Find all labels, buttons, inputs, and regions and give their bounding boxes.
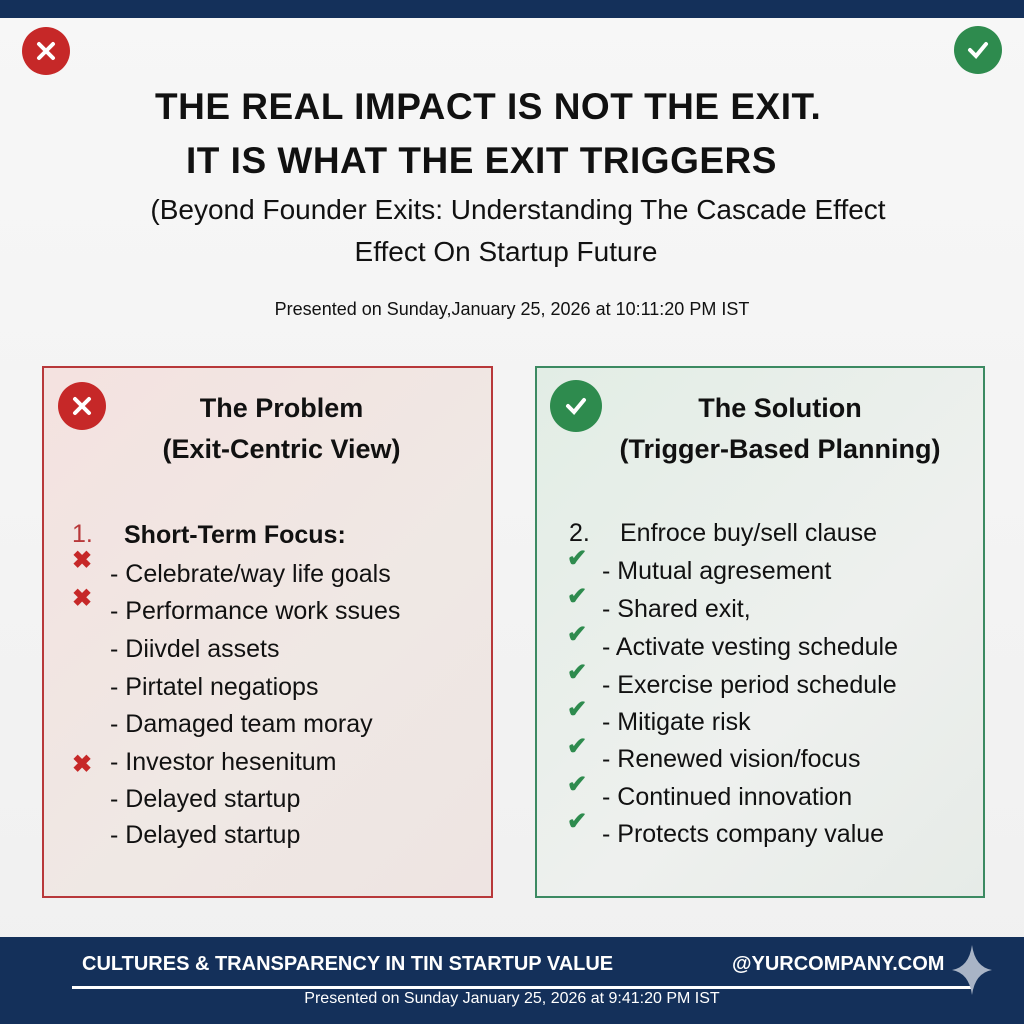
solution-item: - Protects company value bbox=[602, 820, 885, 848]
subtitle-line-2: Effect On Startup Future bbox=[354, 236, 658, 267]
solution-item: - Continued innovation bbox=[602, 783, 853, 811]
solution-title: The Solution bbox=[698, 393, 862, 423]
x-circle-icon bbox=[22, 27, 70, 75]
x-circle-icon bbox=[58, 382, 106, 430]
x-mark-icon: ✖ bbox=[72, 585, 93, 612]
check-mark-icon: ✔ bbox=[567, 808, 588, 835]
subtitle-line-1: (Beyond Founder Exits: Understanding The… bbox=[150, 194, 886, 225]
title-line-2: IT IS WHAT THE EXIT TRIGGERS bbox=[186, 140, 777, 181]
problem-number: 1. bbox=[72, 520, 93, 548]
footer-presented-date: Presented on Sunday January 25, 2026 at … bbox=[304, 990, 720, 1007]
problem-item: - Delayed startup bbox=[110, 785, 301, 813]
solution-item: - Mutual agresement bbox=[602, 557, 832, 585]
solution-panel: The Solution(Trigger-Based Planning) 2. … bbox=[535, 366, 985, 898]
x-mark-icon: ✖ bbox=[72, 547, 93, 574]
check-circle-icon bbox=[550, 380, 602, 432]
problem-item: - Damaged team moray bbox=[110, 710, 373, 738]
footer-website[interactable]: @YURCOMPANY.COM bbox=[732, 953, 945, 975]
problem-item: - Celebrate/way life goals bbox=[110, 560, 391, 588]
problem-panel: The Problem (Exit-Centric View) 1. Short-… bbox=[42, 366, 493, 898]
check-mark-icon: ✔ bbox=[567, 545, 588, 572]
solution-item: - Activate vesting schedule bbox=[602, 633, 898, 661]
problem-subtitle: (Exit-Centric View) bbox=[162, 434, 401, 464]
check-circle-icon bbox=[954, 26, 1002, 74]
check-mark-icon: ✔ bbox=[567, 621, 588, 648]
solution-item: - Mitigate risk bbox=[602, 708, 751, 736]
check-mark-icon: ✔ bbox=[567, 696, 588, 723]
check-mark-icon: ✔ bbox=[567, 659, 588, 686]
title-line-1: THE REAL IMPACT IS NOT THE EXIT. bbox=[155, 86, 822, 127]
solution-item: - Exercise period schedule bbox=[602, 671, 897, 699]
presented-date: Presented on Sunday,January 25, 2026 at … bbox=[274, 299, 750, 319]
sparkle-icon bbox=[952, 945, 992, 995]
footer-divider bbox=[72, 986, 972, 989]
x-mark-icon: ✖ bbox=[72, 751, 93, 778]
problem-item: - Performance work ssues bbox=[110, 597, 401, 625]
problem-item: - Investor hesenitum bbox=[110, 748, 337, 776]
footer-tagline: CULTURES & TRANSPARENCY IN TIN STARTUP V… bbox=[82, 953, 614, 975]
check-mark-icon: ✔ bbox=[567, 733, 588, 760]
problem-item: - Pirtatel negatiops bbox=[110, 673, 319, 701]
top-bar bbox=[0, 0, 1024, 18]
check-mark-icon: ✔ bbox=[567, 771, 588, 798]
problem-item: - Delayed startup bbox=[110, 821, 301, 849]
problem-item: - Diivdel assets bbox=[110, 635, 280, 663]
solution-item: - Renewed vision/focus bbox=[602, 745, 861, 773]
check-mark-icon: ✔ bbox=[567, 583, 588, 610]
solution-item: - Shared exit, bbox=[602, 595, 751, 623]
solution-subtitle: (Trigger-Based Planning) bbox=[619, 434, 941, 464]
problem-heading: Short-Term Focus: bbox=[124, 521, 346, 549]
footer-bar: CULTURES & TRANSPARENCY IN TIN STARTUP V… bbox=[0, 937, 1024, 1024]
problem-title: The Problem bbox=[199, 393, 364, 423]
solution-number: 2. bbox=[569, 519, 590, 547]
solution-heading: Enfroce buy/sell clause bbox=[620, 519, 878, 547]
